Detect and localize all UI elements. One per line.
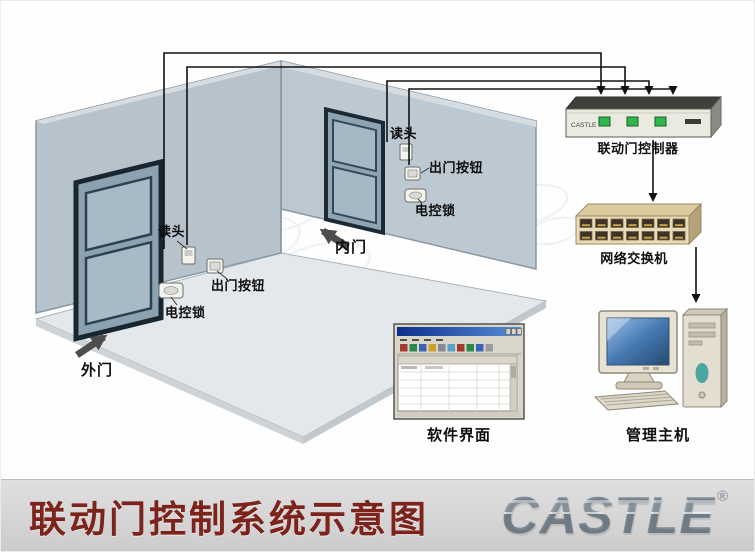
label-outer-reader: 读头	[158, 224, 186, 239]
list-entry	[401, 366, 417, 369]
keyboard-keys	[600, 393, 670, 400]
monitor-button	[653, 367, 659, 370]
toolbar-icon	[400, 344, 408, 352]
controller-slot	[685, 119, 701, 124]
inner-lock-detail	[409, 191, 422, 200]
label-controller: 联动门控制器	[597, 141, 679, 156]
screen-glare	[607, 318, 631, 341]
outer-door	[73, 158, 164, 342]
controller-led	[626, 116, 639, 127]
outer-door-panel-top	[84, 175, 153, 252]
wire-outer-2	[186, 66, 630, 245]
inner-door-arrow	[319, 228, 350, 250]
monitor-base	[615, 381, 663, 390]
outer-lock-detail	[163, 286, 179, 295]
inner-door	[324, 106, 385, 236]
list-entry	[425, 366, 443, 369]
menu-item-dash	[436, 339, 443, 341]
menu-item-dash	[412, 339, 419, 341]
leader-line	[420, 167, 430, 174]
window-button	[505, 328, 511, 335]
list-grid	[398, 364, 517, 411]
toolbar-icon	[419, 344, 427, 352]
label-outer-lock: 电控锁	[165, 305, 206, 320]
scrollbar-thumb	[511, 366, 516, 378]
brand-logo: CASTLE ®	[500, 486, 728, 545]
list-header	[397, 355, 518, 365]
keyboard-keys	[606, 399, 676, 406]
tower-logo	[695, 363, 709, 383]
label-inner-reader: 读头	[390, 126, 418, 141]
outer-exit-button-detail	[209, 261, 221, 271]
network-switch-device	[574, 202, 703, 246]
label-inner-exit-button: 出门按钮	[429, 160, 484, 175]
toolbar-icon	[428, 344, 436, 352]
diagram-art: CASTLE	[34, 52, 729, 444]
monitor-button	[643, 367, 649, 370]
window-button	[516, 328, 522, 335]
label-inner-lock: 电控锁	[415, 203, 456, 218]
monitor-stand	[623, 372, 655, 383]
tower-side	[720, 307, 728, 409]
toolbar-icon	[438, 344, 446, 352]
label-network-switch: 网络交换机	[600, 251, 668, 266]
host-computer	[593, 307, 729, 411]
controller-brand-text: CASTLE	[571, 122, 597, 129]
wire-inner-2	[408, 86, 678, 165]
status-bar	[397, 412, 521, 417]
tower-drive-bay	[688, 322, 716, 329]
menu-item-dash	[424, 339, 431, 341]
leader-line	[170, 296, 178, 306]
label-software-ui: 软件界面	[426, 427, 492, 444]
inner-door-panel-top	[332, 118, 377, 173]
outer-reader-detail	[184, 250, 193, 256]
wire-outer-1	[163, 52, 606, 249]
keyboard	[593, 390, 680, 411]
footer-bar: 联动门控制系统示意图 CASTLE ®	[1, 479, 754, 551]
inner-exit-button-detail	[407, 169, 418, 178]
controller-led	[598, 116, 611, 127]
leader-line	[176, 240, 188, 250]
toolbar-icon	[485, 344, 493, 352]
switch-top	[574, 203, 703, 217]
outer-door-arrow	[75, 334, 108, 358]
inner-reader-detail	[402, 147, 410, 152]
software-window	[393, 323, 525, 420]
window-titlebar	[397, 327, 521, 336]
brand-logo-text: CASTLE	[500, 486, 715, 545]
controller-top	[564, 96, 723, 110]
tower-floppy-slot	[688, 340, 703, 346]
toolbar-icon	[466, 344, 474, 352]
wiring	[163, 52, 678, 249]
leader-line	[417, 198, 423, 204]
window-button	[511, 328, 517, 335]
registered-trademark-icon: ®	[716, 487, 728, 505]
controller-led	[654, 116, 667, 127]
label-outer-exit-button: 出门按钮	[211, 278, 266, 293]
outer-door-devices	[158, 240, 228, 306]
tower-top	[681, 308, 729, 316]
tower-power-button	[698, 391, 706, 399]
tower-drive-bay	[688, 331, 716, 338]
outer-door-panel-bottom	[84, 240, 153, 326]
direction-arrows	[75, 228, 350, 358]
menu-item-dash	[400, 339, 407, 341]
toolbar-icon	[447, 344, 455, 352]
toolbar-icon	[409, 344, 417, 352]
leader-line	[216, 270, 228, 280]
outer-wall-top-edge	[36, 61, 288, 124]
inner-door-panel-bottom	[332, 165, 377, 225]
keyboard-keys	[603, 396, 673, 403]
label-inner-door: 内门	[335, 239, 368, 256]
scrollbar	[509, 363, 518, 412]
label-management-host: 管理主机	[625, 427, 691, 444]
tower-front	[682, 314, 722, 408]
toolbar-icon	[457, 344, 465, 352]
controller-device: CASTLE	[564, 95, 723, 139]
wire-inner-1	[386, 80, 654, 142]
toolbar-icon	[476, 344, 484, 352]
page-title: 联动门控制系统示意图	[29, 498, 429, 540]
label-outer-door: 外门	[81, 362, 114, 379]
